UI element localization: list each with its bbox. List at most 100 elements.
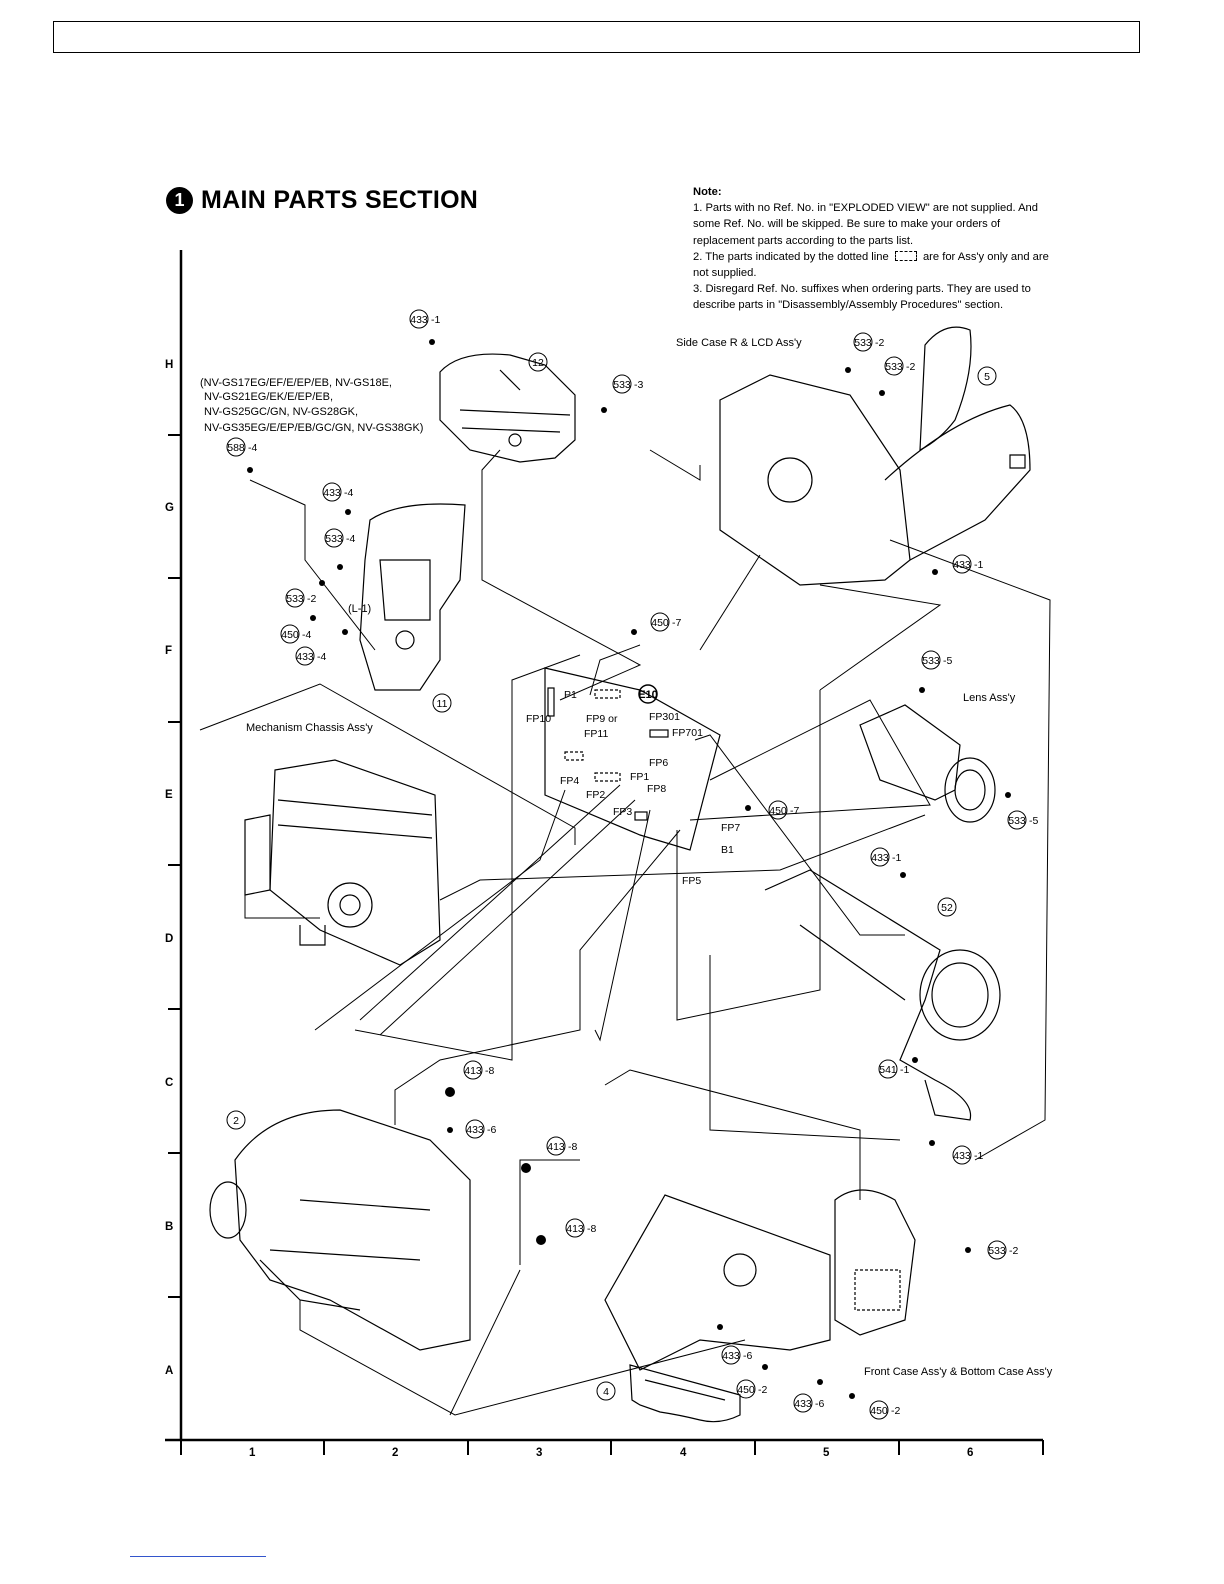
lens-assy-label: Lens Ass'y — [963, 692, 1016, 704]
svg-text:52: 52 — [941, 902, 953, 914]
svg-text:-4: -4 — [346, 533, 355, 545]
note-item-2: 2. The parts indicated by the dotted lin… — [693, 249, 1063, 281]
connector-fp701: FP701 — [672, 727, 703, 739]
ref-callout: 533-3 — [612, 374, 643, 394]
svg-text:-7: -7 — [672, 617, 681, 629]
note-block: Note: 1. Parts with no Ref. No. in "EXPL… — [693, 184, 1063, 314]
ref-callout: 433-1 — [952, 1145, 983, 1165]
ref-callout: 413-8 — [546, 1136, 577, 1156]
svg-text:433: 433 — [466, 1124, 484, 1136]
svg-text:-4: -4 — [344, 487, 353, 499]
svg-text:-6: -6 — [487, 1124, 496, 1136]
connector-fp11: FP11 — [584, 728, 608, 740]
svg-text:-1: -1 — [431, 314, 440, 326]
ref-callout: 11 — [432, 693, 452, 713]
note-item-2-text-b: are for Ass'y only and are not supplied. — [693, 250, 1049, 280]
footer-link-line — [130, 1556, 266, 1557]
part-11-drawing — [359, 503, 466, 691]
svg-text:433: 433 — [953, 1150, 971, 1162]
ref-callout: 5 — [977, 366, 997, 386]
row-label-h: H — [165, 359, 173, 371]
svg-text:533: 533 — [988, 1245, 1006, 1257]
svg-text:-5: -5 — [1029, 815, 1038, 827]
ref-callout: 433-1 — [952, 554, 983, 574]
row-label-g: G — [165, 502, 174, 514]
svg-text:-4: -4 — [248, 442, 257, 454]
ref-callout: 433-4 — [322, 482, 353, 502]
dotted-line-icon — [894, 250, 917, 261]
part-2-drawing — [209, 1109, 471, 1351]
col-label-5: 5 — [823, 1447, 830, 1459]
note-title: Note: — [693, 186, 722, 198]
svg-text:-6: -6 — [815, 1398, 824, 1410]
connector-fp4: FP4 — [560, 775, 579, 787]
ref-callout: 450-7 — [650, 612, 681, 632]
note-item-3: 3. Disregard Ref. No. suffixes when orde… — [693, 283, 1031, 312]
svg-text:413: 413 — [566, 1223, 584, 1235]
ref-callout: 433-6 — [465, 1119, 496, 1139]
svg-text:533: 533 — [885, 361, 903, 373]
row-label-d: D — [165, 933, 173, 945]
part-12-drawing — [439, 353, 576, 463]
front-case-label: Front Case Ass'y & Bottom Case Ass'y — [864, 1366, 1053, 1378]
connection-lines — [199, 449, 1051, 1416]
ref-callout: 433-6 — [721, 1345, 752, 1365]
connector-labels: P1 FP10 FP9 or FP11 FP301 FP701 FP6 FP1 … — [526, 689, 740, 887]
row-labels: H G F E D C B A — [165, 359, 174, 1377]
connector-fp5: FP5 — [682, 875, 701, 887]
model-line-3: NV-GS25GC/GN, NV-GS28GK, — [204, 406, 358, 418]
svg-text:533: 533 — [325, 533, 343, 545]
ref-callout: 533-5 — [1007, 810, 1038, 830]
svg-text:-7: -7 — [790, 805, 799, 817]
svg-text:450: 450 — [769, 805, 787, 817]
row-label-a: A — [165, 1365, 173, 1377]
svg-text:533: 533 — [922, 655, 940, 667]
ref-callout: 450-2 — [736, 1379, 767, 1399]
section-title: 1 MAIN PARTS SECTION — [166, 186, 478, 215]
svg-text:-2: -2 — [891, 1405, 900, 1417]
l1-label: (L-1) — [348, 603, 371, 615]
ref-callout: 450-4 — [280, 624, 311, 644]
svg-text:12: 12 — [532, 357, 544, 369]
ref-callouts: 433-1 12 533-3 588-4 433-4 533-4 533-2 4… — [226, 309, 1038, 1420]
svg-text:433: 433 — [323, 487, 341, 499]
grid-frame — [165, 250, 1044, 1455]
section-title-text: MAIN PARTS SECTION — [201, 186, 479, 214]
svg-text:433: 433 — [871, 852, 889, 864]
connector-fp301: FP301 — [649, 711, 680, 723]
ref-callout: 533-4 — [324, 528, 355, 548]
connector-fp10: FP10 — [526, 713, 551, 725]
col-label-2: 2 — [392, 1447, 398, 1459]
ref-callout: 433-4 — [295, 646, 326, 666]
svg-text:-6: -6 — [743, 1350, 752, 1362]
connector-fp3: FP3 — [613, 806, 632, 818]
connector-fp8: FP8 — [647, 783, 666, 795]
ref-callout: 12 — [528, 352, 548, 372]
svg-text:-4: -4 — [317, 651, 326, 663]
svg-text:4: 4 — [603, 1386, 609, 1398]
svg-text:433: 433 — [410, 314, 428, 326]
note-item-2-text-a: The parts indicated by the dotted line — [705, 250, 889, 263]
col-label-1: 1 — [249, 1447, 256, 1459]
ref-callout: 541-1 — [878, 1059, 909, 1079]
svg-text:413: 413 — [464, 1065, 482, 1077]
svg-text:-1: -1 — [974, 1150, 983, 1162]
svg-text:533: 533 — [854, 337, 872, 349]
svg-text:-2: -2 — [1009, 1245, 1018, 1257]
svg-text:-5: -5 — [943, 655, 952, 667]
svg-text:-3: -3 — [634, 379, 643, 391]
note-item-2-prefix: 2. — [693, 250, 703, 263]
svg-text:-8: -8 — [568, 1141, 577, 1153]
row-label-e: E — [165, 789, 173, 801]
svg-text:-4: -4 — [302, 629, 311, 641]
svg-text:-8: -8 — [485, 1065, 494, 1077]
svg-text:433: 433 — [794, 1398, 812, 1410]
model-list: (NV-GS17EG/EF/E/EP/EB, NV-GS18E, NV-GS21… — [200, 377, 423, 434]
lens-assy-drawing — [859, 704, 996, 823]
svg-text:413: 413 — [547, 1141, 565, 1153]
part-52-drawing — [764, 869, 1001, 1121]
column-labels: 1 2 3 4 5 6 — [249, 1447, 973, 1459]
assembly-labels: Side Case R & LCD Ass'y Mechanism Chassi… — [246, 337, 1053, 1378]
connector-fp7: FP7 — [721, 822, 740, 834]
